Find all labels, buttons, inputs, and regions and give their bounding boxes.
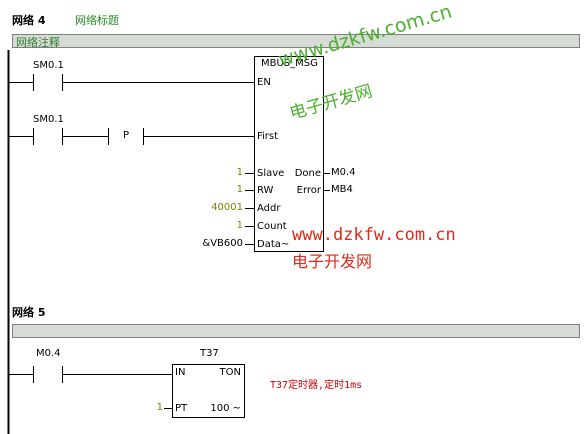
- contact-m0-4-label: M0.4: [36, 348, 61, 359]
- positive-edge-contact[interactable]: [104, 126, 148, 148]
- contact-sm0-1-label: SM0.1: [33, 60, 64, 71]
- data-value[interactable]: &VB600: [202, 238, 243, 249]
- ton-timer-block[interactable]: IN TON PT 100 ~: [172, 364, 245, 418]
- timer-pin-pt: PT: [175, 403, 188, 414]
- block-title: MBUS_MSG: [261, 58, 318, 69]
- pin-addr: Addr: [257, 203, 281, 214]
- network-5-comment-bar[interactable]: [12, 324, 580, 338]
- network-4-comment: 网络注释: [16, 36, 60, 49]
- slave-value[interactable]: 1: [236, 167, 243, 178]
- network-4-name[interactable]: 网络标题: [75, 14, 119, 27]
- timer-annotation: T37定时器,定时1ms: [270, 380, 363, 391]
- positive-edge-label: P: [123, 130, 130, 141]
- watermark-text-red: 电子开发网: [292, 252, 373, 271]
- addr-value[interactable]: 40001: [211, 202, 243, 213]
- pt-value[interactable]: 1: [156, 402, 163, 413]
- timer-type: TON: [219, 367, 241, 378]
- pin-en: EN: [257, 77, 271, 88]
- timer-pin-in: IN: [175, 367, 186, 378]
- pin-rw: RW: [257, 185, 274, 196]
- network-4-label: 网络 4: [12, 14, 46, 27]
- done-output[interactable]: M0.4: [331, 167, 356, 178]
- pin-data: Data~: [257, 239, 290, 250]
- count-value[interactable]: 1: [236, 220, 243, 231]
- rw-value[interactable]: 1: [236, 184, 243, 195]
- error-output[interactable]: MB4: [331, 184, 353, 195]
- timer-unit: 100 ~: [210, 403, 241, 414]
- mbus-msg-block[interactable]: MBUS_MSG EN First Slave RW Addr Count Da…: [254, 56, 324, 252]
- contact-sm0-1-second[interactable]: [28, 126, 68, 148]
- network-4-comment-bar[interactable]: 网络注释: [12, 34, 580, 49]
- contact-m0-4[interactable]: [28, 364, 68, 386]
- pin-slave: Slave: [257, 168, 285, 179]
- pin-count: Count: [257, 221, 287, 232]
- contact-sm0-1-second-label: SM0.1: [33, 114, 64, 125]
- watermark-url-red: www.dzkfw.com.cn: [292, 225, 456, 245]
- pin-done: Done: [294, 168, 321, 179]
- network-5-label: 网络 5: [12, 306, 46, 319]
- pin-first: First: [257, 131, 279, 142]
- timer-name: T37: [200, 348, 219, 359]
- contact-sm0-1[interactable]: [28, 72, 68, 94]
- pin-error: Error: [296, 185, 321, 196]
